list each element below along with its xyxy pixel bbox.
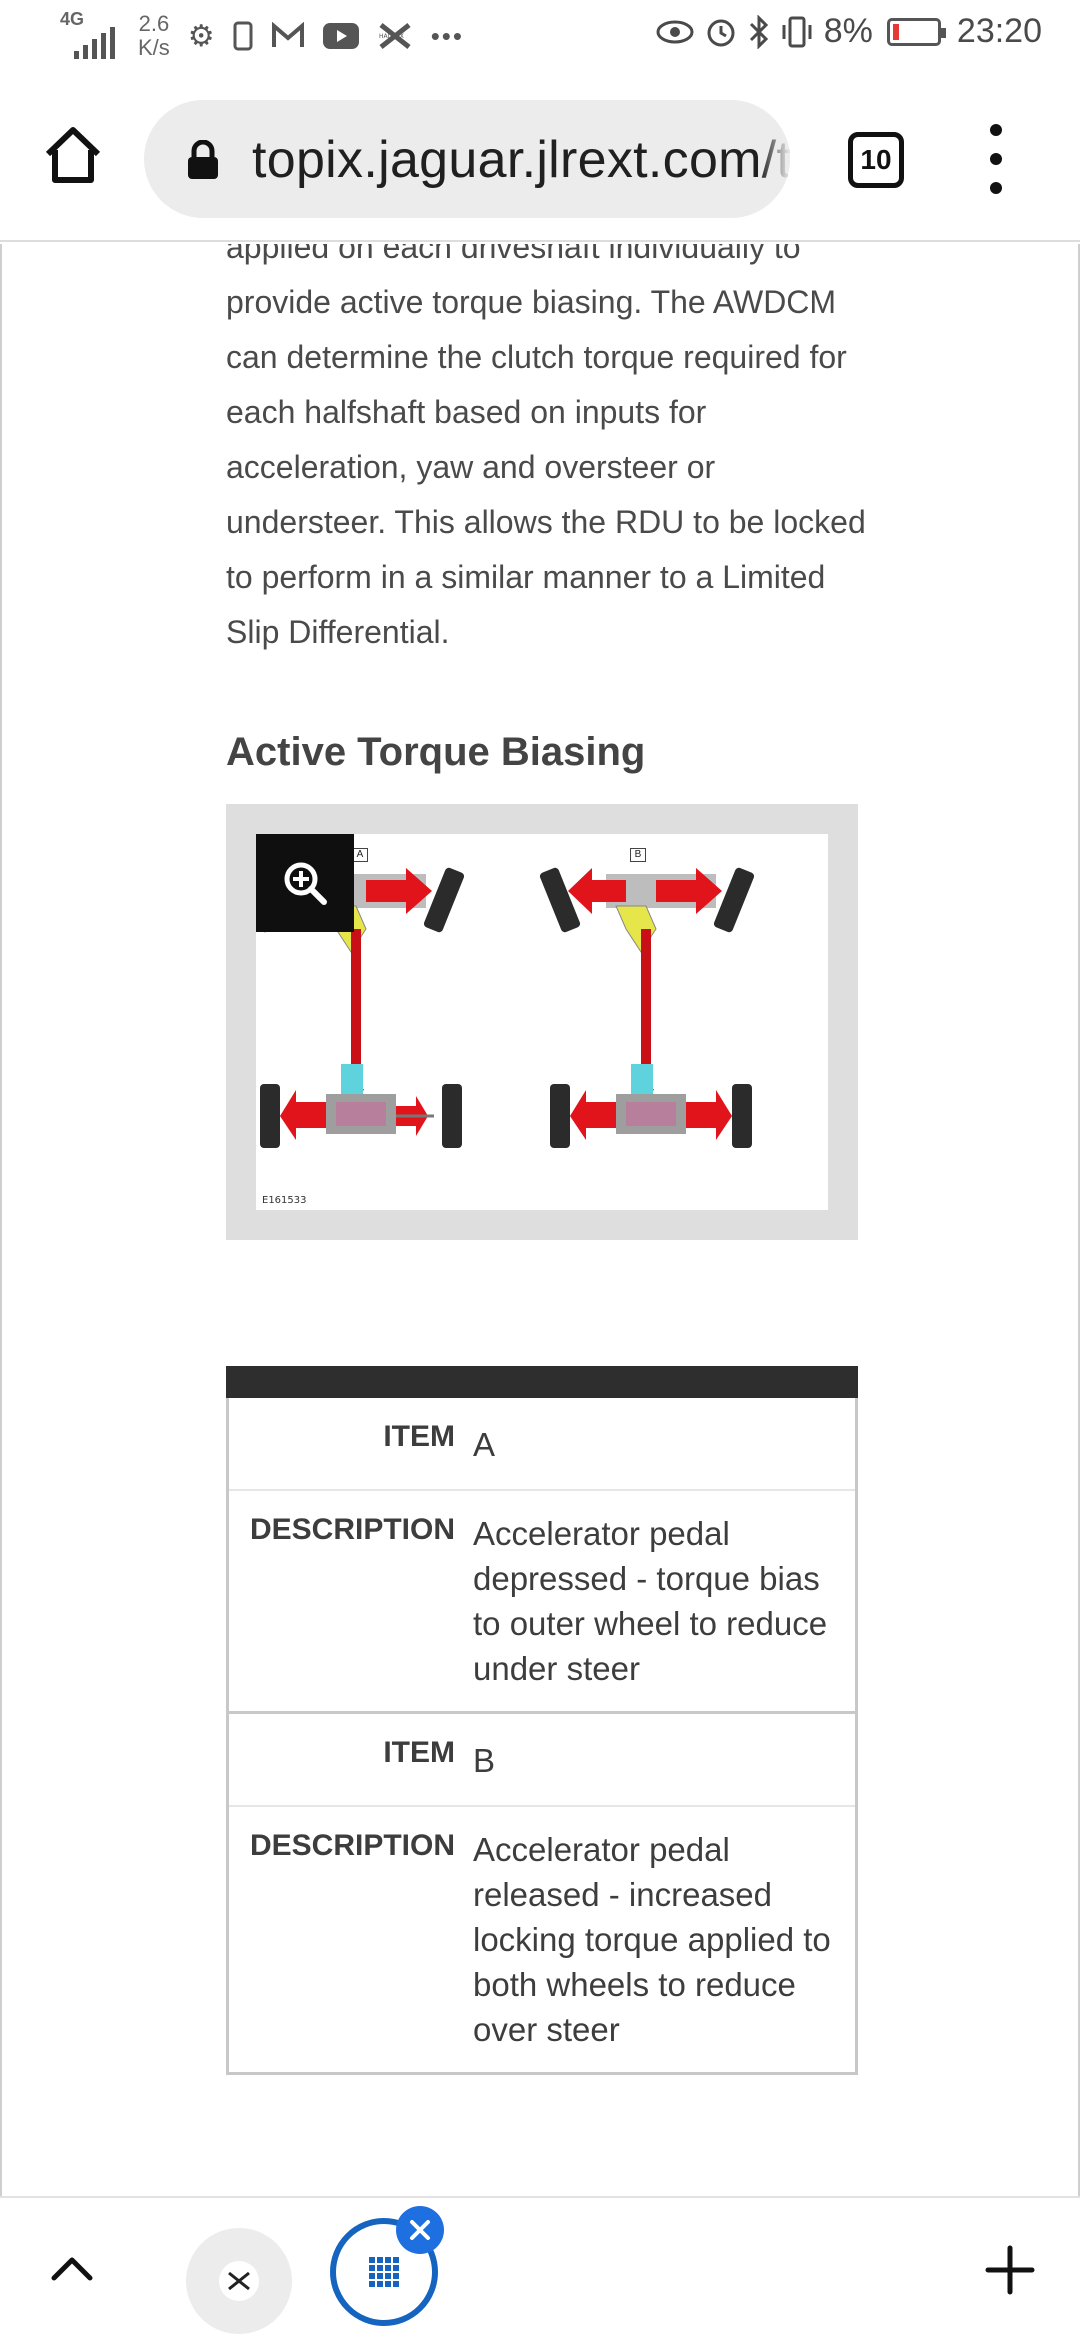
- network-type: 4G: [60, 9, 85, 29]
- item-key: ITEM: [383, 1736, 455, 1769]
- item-value: B: [473, 1742, 496, 1779]
- description-value: Accelerator pedal released - increased l…: [473, 1831, 831, 2048]
- table-row: DESCRIPTION Accelerator pedal depressed …: [229, 1489, 855, 1711]
- sim-icon: [233, 21, 253, 51]
- browser-toolbar: topix.jaguar.jlrext.com/topix 10: [0, 78, 1080, 242]
- description-value: Accelerator pedal depressed - torque bia…: [473, 1515, 828, 1687]
- svg-text:HALIFAX: HALIFAX: [379, 33, 404, 40]
- gear-icon: ⚙: [187, 19, 215, 53]
- more-icon: •••: [430, 20, 465, 51]
- table-row: DESCRIPTION Accelerator pedal released -…: [229, 1805, 855, 2072]
- battery-percent: 8%: [823, 12, 873, 50]
- page-content[interactable]: applied on each driveshaft individually …: [0, 244, 1080, 2196]
- halifax-icon: HALIFAX: [379, 23, 411, 49]
- overflow-menu-icon[interactable]: [976, 124, 1016, 194]
- new-tab-plus-icon[interactable]: [984, 2244, 1036, 2296]
- table-row-group: ITEM B DESCRIPTION Accelerator pedal rel…: [226, 1714, 858, 2075]
- zoom-in-icon: [284, 862, 327, 905]
- bottom-tab-strip: [0, 2196, 1080, 2340]
- tab-count: 10: [860, 144, 892, 175]
- close-bubble-button[interactable]: [396, 2206, 444, 2254]
- tab-bubble-grid[interactable]: [330, 2218, 438, 2326]
- clock: 23:20: [956, 12, 1042, 50]
- home-icon[interactable]: [42, 124, 104, 186]
- alarm-icon: [707, 19, 735, 46]
- description-key: DESCRIPTION: [249, 1513, 455, 1546]
- table-row-group: ITEM A DESCRIPTION Accelerator pedal dep…: [226, 1398, 858, 1714]
- tab-switcher-button[interactable]: 10: [848, 132, 904, 188]
- table-row: ITEM B: [229, 1714, 855, 1805]
- figure-code: E161533: [262, 1195, 307, 1206]
- article-paragraph: applied on each driveshaft individually …: [226, 244, 866, 650]
- diagram-figure[interactable]: A B E161533: [226, 804, 858, 1240]
- bluetooth-icon: [749, 14, 768, 49]
- tab-bubble-halifax[interactable]: [186, 2228, 292, 2334]
- item-table: ITEM A DESCRIPTION Accelerator pedal dep…: [226, 1366, 858, 2075]
- figure-label-a: A: [352, 848, 368, 862]
- table-header: [226, 1366, 858, 1398]
- description-key: DESCRIPTION: [249, 1829, 455, 1862]
- signal-strength-icon: 4G: [60, 9, 120, 59]
- url-text[interactable]: topix.jaguar.jlrext.com/topix: [252, 131, 790, 189]
- gmail-icon: [271, 22, 304, 47]
- status-bar: 4G 2.6 K/s ⚙ HALIFAX ••• 8% 23:20: [0, 0, 1080, 78]
- zoom-button[interactable]: [256, 834, 354, 932]
- close-icon: [410, 2220, 430, 2240]
- table-row: ITEM A: [229, 1398, 855, 1489]
- lock-icon: [188, 140, 218, 179]
- vibrate-icon: [782, 16, 812, 47]
- grid-icon: [369, 2257, 399, 2287]
- eye-icon: [656, 20, 694, 43]
- network-speed: 2.6 K/s: [138, 11, 170, 60]
- battery-icon: [886, 17, 946, 46]
- item-value: A: [473, 1426, 496, 1463]
- address-bar[interactable]: topix.jaguar.jlrext.com/topix: [144, 100, 790, 218]
- section-title: Active Torque Biasing: [226, 730, 646, 774]
- figure-label-b: B: [630, 848, 646, 862]
- youtube-icon: [322, 23, 359, 49]
- halifax-icon: [219, 2261, 259, 2301]
- item-key: ITEM: [383, 1420, 455, 1453]
- chevron-up-icon[interactable]: [48, 2248, 96, 2288]
